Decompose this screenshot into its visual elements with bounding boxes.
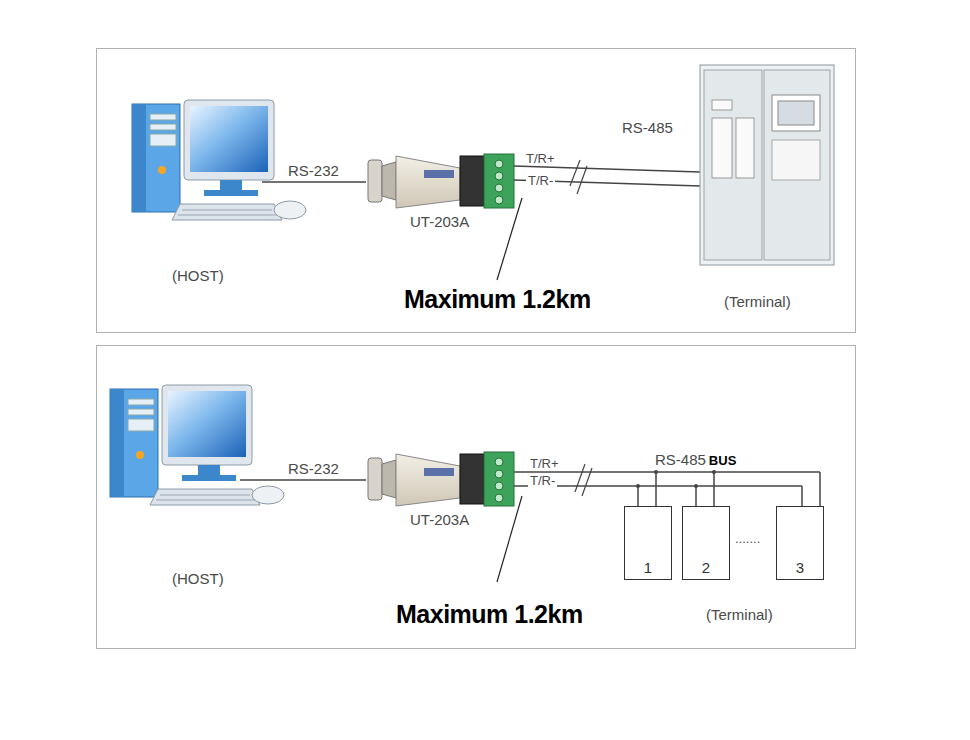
terminal-box: 3 <box>776 506 824 580</box>
label: RS-232 <box>288 163 339 180</box>
panel <box>97 49 856 333</box>
terminal-box: 1 <box>624 506 672 580</box>
box-number: 1 <box>644 559 652 579</box>
label: (HOST) <box>172 268 224 285</box>
label: ....... <box>735 532 760 546</box>
distance-note: Maximum 1.2km <box>404 286 591 314</box>
bus-drops <box>638 472 820 506</box>
label: RS-485 <box>622 120 673 137</box>
distance-note: Maximum 1.2km <box>396 601 583 629</box>
converter <box>368 154 514 208</box>
panel <box>97 346 856 649</box>
label: (Terminal) <box>706 607 773 624</box>
label: T/R+ <box>528 457 561 471</box>
label: RS-232 <box>288 461 339 478</box>
host-computer <box>110 385 284 505</box>
terminal-cabinet <box>700 65 834 265</box>
box-number: 2 <box>702 559 710 579</box>
label: T/R- <box>526 174 555 188</box>
label: RS-485 <box>655 452 706 469</box>
label: UT-203A <box>410 214 469 231</box>
label: BUS <box>709 454 736 468</box>
label: (HOST) <box>172 571 224 588</box>
terminal-box: 2 <box>682 506 730 580</box>
label: T/R+ <box>526 152 555 166</box>
host-computer <box>132 100 306 220</box>
label: (Terminal) <box>724 294 791 311</box>
box-number: 3 <box>796 559 804 579</box>
converter <box>368 452 514 506</box>
label: T/R- <box>528 474 557 488</box>
label: UT-203A <box>410 512 469 529</box>
